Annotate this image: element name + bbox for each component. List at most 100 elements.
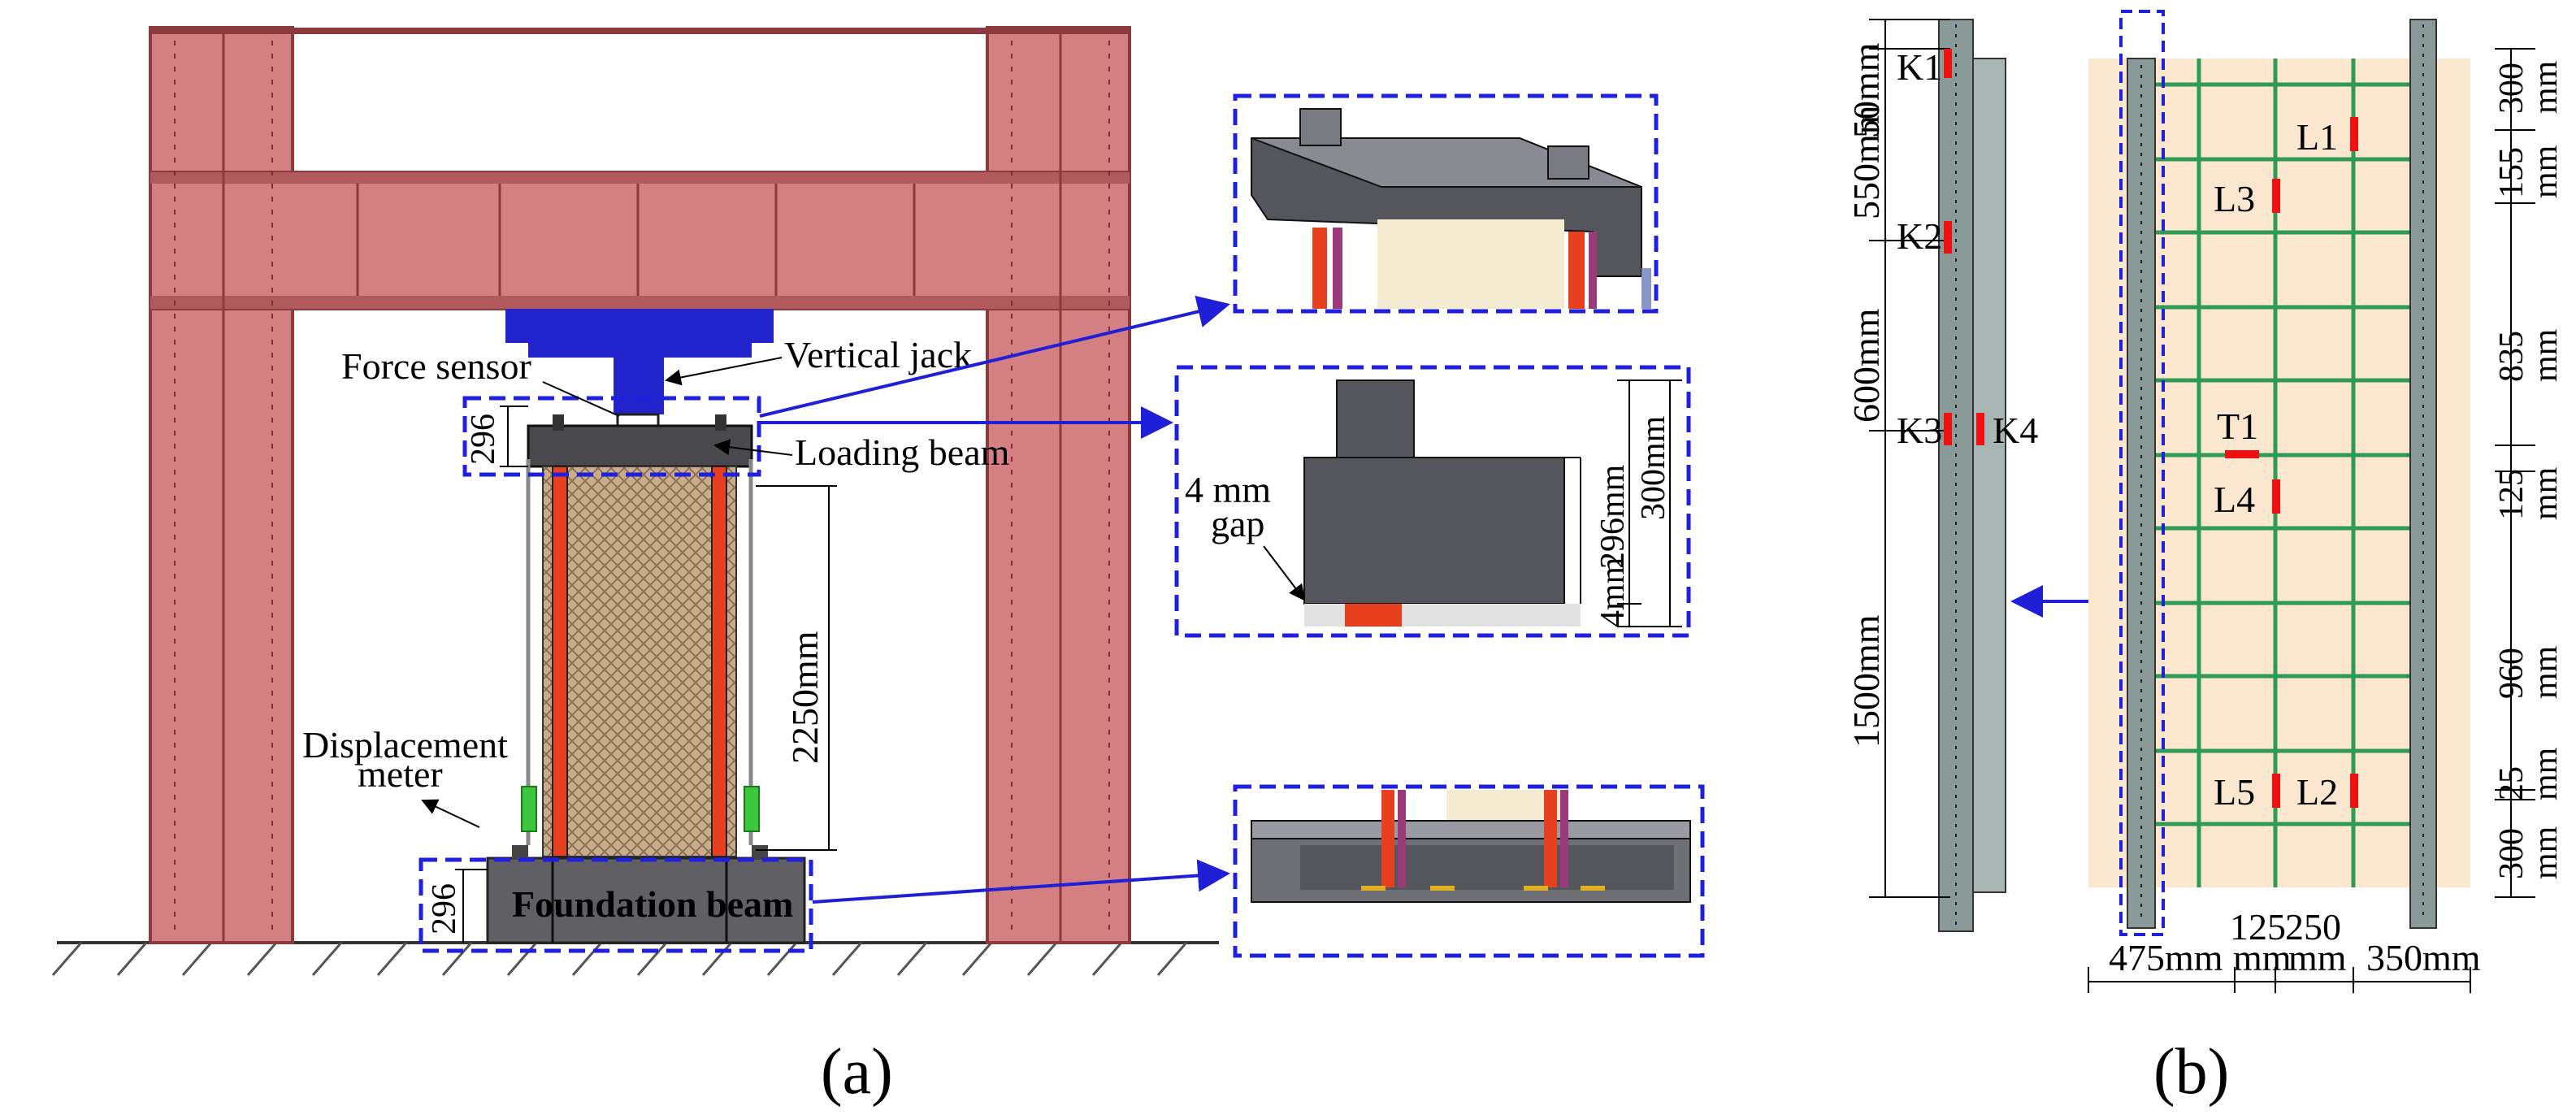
vertical-jack-label: Vertical jack (784, 334, 972, 375)
panel-a-label: (a) (821, 1036, 893, 1108)
bottom-detail-dashed-box (418, 857, 813, 953)
displacement-meter-label-line2: meter (358, 753, 443, 795)
guide-rods (526, 459, 753, 845)
right-dim-155-value: 155 (2493, 147, 2530, 198)
right-dim-300-top-value: 300 (2493, 63, 2530, 114)
frame-top-beam (150, 28, 1130, 34)
force-sensor (616, 413, 660, 427)
gauge-l1 (2350, 117, 2358, 151)
gauge-k4-label: K4 (1993, 410, 2038, 451)
gauge-k4 (1976, 413, 1984, 445)
displacement-meters (521, 786, 760, 832)
k-gauges (1944, 49, 1984, 445)
gauge-k3 (1944, 413, 1952, 445)
steel-column-left (552, 466, 568, 857)
specimen-wall (542, 466, 737, 857)
right-dim-300-bottom: 300 mm (2493, 826, 2565, 879)
gauge-k1-label: K1 (1897, 46, 1942, 88)
right-dim-125-value: 125 (2493, 469, 2530, 520)
right-dim-25-value: 25 (2493, 766, 2530, 800)
right-dim-25: 25 mm (2493, 747, 2565, 800)
gauge-l3 (2272, 179, 2280, 213)
wall-right-column (2409, 19, 2437, 929)
gap-label-line1: 4 mm (1185, 469, 1271, 510)
dimension-2250-label: 2250mm (784, 631, 826, 764)
gauge-l5 (2272, 774, 2280, 808)
left-dim-1500mm: 1500mm (1845, 614, 1887, 748)
l-gauges (2225, 117, 2358, 808)
bottom-dim-475mm: 475mm (2109, 937, 2223, 978)
column-elevation (1938, 19, 2006, 932)
left-dimension-line (1869, 19, 1950, 898)
right-dim-300-top: 300 mm (2493, 60, 2565, 114)
right-dim-155-unit: mm (2527, 145, 2565, 198)
dimension-296-top-label: 296 (465, 414, 502, 465)
foundation-beam-label: Foundation beam (512, 883, 793, 925)
gauge-k2 (1944, 221, 1952, 254)
right-dim-960-unit: mm (2527, 645, 2565, 699)
steel-column-right (711, 466, 727, 857)
bottom-dim-350mm: 350mm (2366, 937, 2481, 978)
bottom-dim-250-value: 250 (2285, 906, 2341, 948)
frame-crossbeam (149, 171, 1131, 310)
right-dim-300-bottom-unit: mm (2527, 826, 2565, 879)
gauge-k2-label: K2 (1897, 215, 1942, 257)
detail-dimension-296mm: 296mm (1594, 464, 1632, 569)
bottom-dim-250-unit: mm (2288, 937, 2347, 978)
bottom-dim-125-unit: mm (2233, 937, 2292, 978)
force-sensor-label: Force sensor (341, 345, 531, 387)
dimension-296-bottom: 296 (426, 869, 488, 943)
right-dim-960-value: 960 (2493, 648, 2530, 699)
foundation-beam (486, 845, 806, 944)
detail-callout-arrows (759, 295, 1230, 904)
right-dim-125-unit: mm (2527, 466, 2565, 520)
rebar-grid (2129, 59, 2430, 887)
right-dim-25-unit: mm (2527, 747, 2565, 800)
right-dim-300-bottom-value: 300 (2493, 828, 2530, 879)
dimension-2250: 2250mm (756, 485, 837, 851)
gauge-l2-label: L2 (2296, 771, 2338, 813)
bottom-dimension-line (2088, 967, 2471, 993)
loading-beam-label: Loading beam (795, 432, 1010, 473)
dimension-296-top: 296 (465, 406, 528, 467)
bottom-dim-125-value: 125 (2230, 906, 2286, 948)
gap-label-line2: gap (1211, 503, 1264, 544)
frame-column-left (149, 26, 294, 944)
gauge-l2 (2350, 774, 2358, 808)
gauge-t1-label: T1 (2217, 406, 2258, 447)
detail-dimension-4mm: 4mm (1594, 557, 1632, 627)
reaction-frame (149, 26, 1131, 944)
gauge-l3-label: L3 (2214, 178, 2255, 219)
panel-b-label: (b) (2153, 1036, 2229, 1108)
right-dim-300-top-unit: mm (2527, 60, 2565, 114)
left-dim-50mm: 50mm (1845, 42, 1887, 138)
panel-b: 50mm 550mm 600mm 1500mm K1 K2 K3 K4 (1845, 10, 2565, 1108)
detail-foundation (1233, 784, 1705, 958)
detail-dimension-300mm: 300mm (1635, 415, 1672, 520)
right-dimension-line (2495, 48, 2535, 898)
gauge-k3-label: K3 (1897, 410, 1942, 451)
gauge-l1-label: L1 (2296, 116, 2338, 158)
gauge-k1 (1944, 49, 1952, 78)
right-dim-835: 835 mm (2493, 328, 2565, 382)
gauge-l5-label: L5 (2214, 771, 2255, 813)
left-dim-550mm: 550mm (1845, 105, 1887, 219)
top-detail-dashed-box (462, 396, 761, 477)
right-dim-835-value: 835 (2493, 331, 2530, 382)
ground-line (51, 941, 1219, 976)
right-dim-835-unit: mm (2527, 328, 2565, 382)
panel-a: Foundation beam 296 296 2250mm Force sen… (51, 26, 1705, 1108)
gauge-l4-label: L4 (2214, 479, 2255, 520)
right-dim-155: 155 mm (2493, 145, 2565, 198)
wall-left-column-dashed-box (2119, 10, 2165, 936)
wall-left-column (2119, 10, 2165, 936)
detail-top-loading-beam (1233, 93, 1659, 314)
gauge-l4 (2272, 479, 2280, 514)
frame-column-right (986, 26, 1131, 944)
detail-gap: 296mm 300mm 4mm 4 mm gap (1174, 365, 1691, 638)
vertical-jack (505, 309, 774, 414)
left-dim-600mm: 600mm (1845, 308, 1887, 423)
right-dim-960: 960 mm (2493, 645, 2565, 699)
right-dim-125: 125 mm (2493, 466, 2565, 520)
